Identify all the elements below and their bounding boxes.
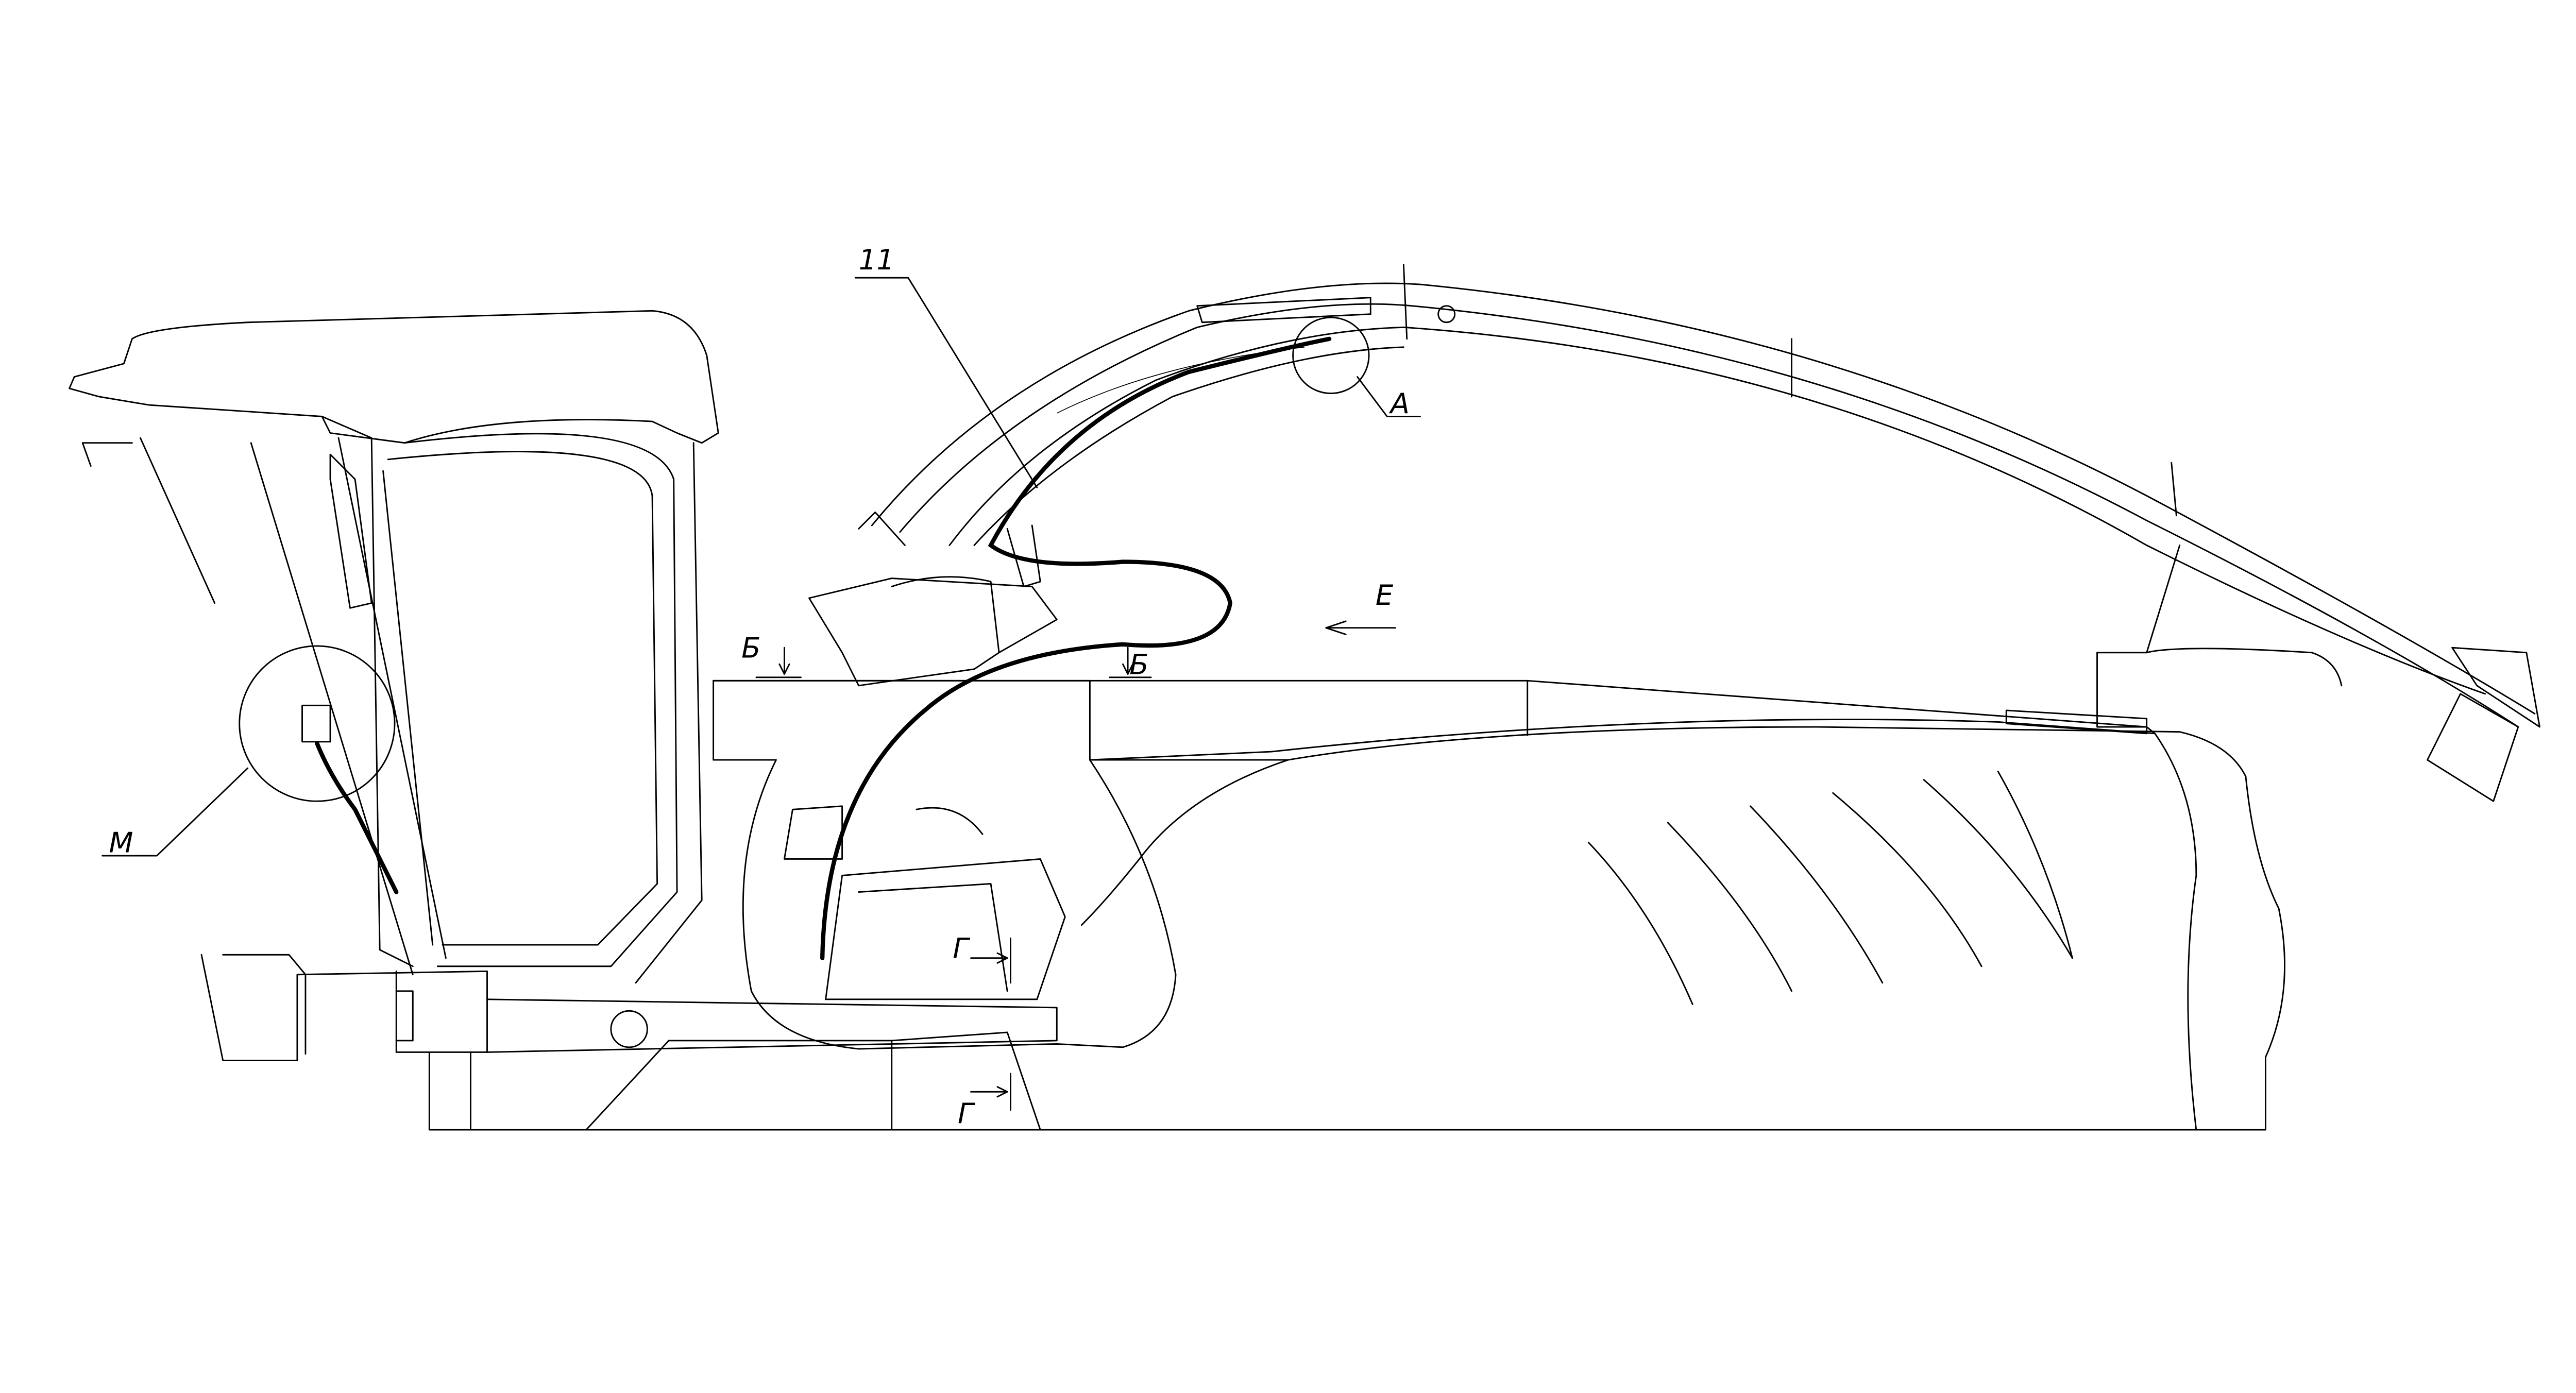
- lower-frame: [200, 954, 2266, 1131]
- section-g-lower-mark: [970, 1073, 1011, 1111]
- label-section-b-left: Б: [741, 631, 760, 664]
- section-b-left-mark: [755, 647, 802, 678]
- cab: [69, 310, 719, 984]
- leader-11: [854, 277, 1038, 488]
- section-g-upper-mark: [970, 937, 1011, 984]
- label-section-b-right: Б: [1129, 648, 1148, 681]
- leader-m: [101, 767, 249, 857]
- unloading-auger-boom: [808, 264, 2540, 960]
- annotations: [101, 277, 1421, 1111]
- label-section-g-upper: Г: [953, 932, 970, 965]
- label-view-m: М: [109, 826, 133, 859]
- technical-drawing: 11 А Е Б Б М Г Г: [69, 243, 2540, 1131]
- section-b-right-mark: [1109, 647, 1152, 678]
- label-section-g-lower: Г: [958, 1097, 975, 1130]
- leader-a: [1357, 376, 1421, 417]
- arrow-e: [1325, 620, 1396, 635]
- body-housing: [713, 679, 2285, 1131]
- label-view-e: Е: [1376, 579, 1394, 611]
- label-item-11: 11: [859, 243, 894, 276]
- label-view-a: А: [1389, 387, 1410, 420]
